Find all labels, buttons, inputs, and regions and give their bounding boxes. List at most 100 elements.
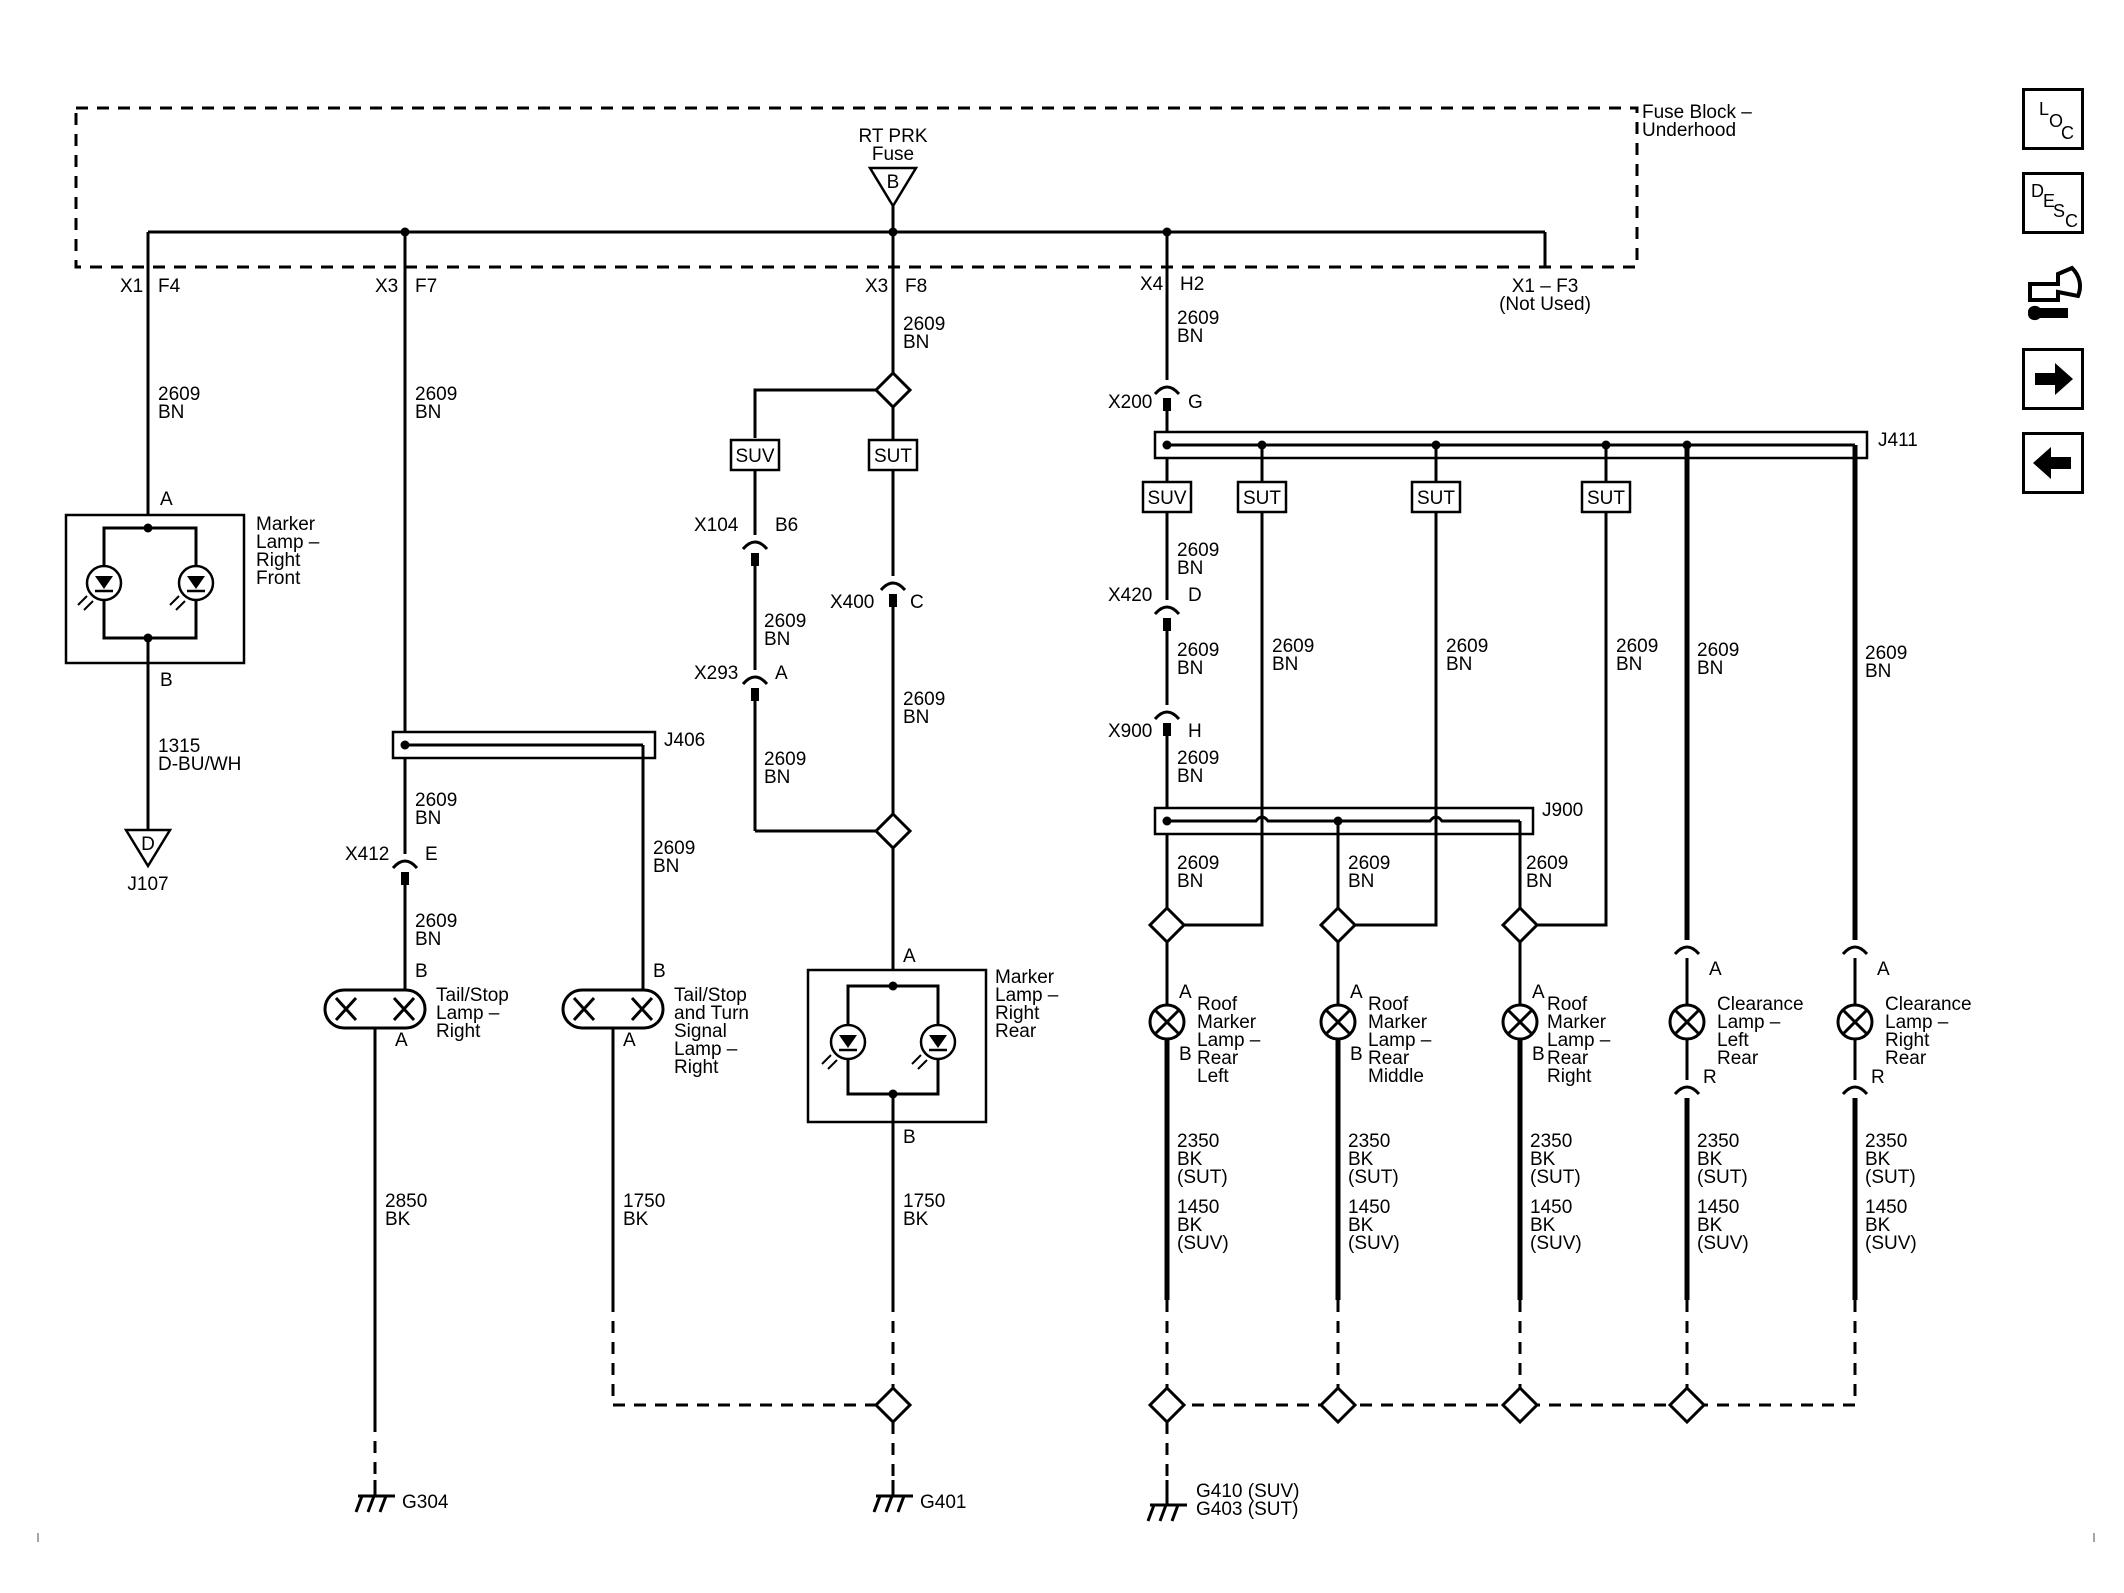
fuse-block-outline xyxy=(74,106,1639,269)
description-button[interactable]: D E S C xyxy=(2022,172,2084,234)
connector-label: X400 xyxy=(830,592,874,613)
location-button[interactable]: L O C xyxy=(2022,88,2084,150)
wire xyxy=(1355,918,1438,927)
tap-conn: X1 xyxy=(120,276,143,297)
component-label: Right xyxy=(256,550,301,571)
wire-color: BK xyxy=(903,1209,929,1230)
led-icon xyxy=(821,1023,867,1070)
splice-dot xyxy=(400,740,410,750)
wire-color: BK xyxy=(1697,1215,1723,1236)
option-tag xyxy=(1236,480,1288,514)
pin-label: A xyxy=(623,1030,636,1051)
ground-wire-labels: 2350 BK (SUT) 1450 BK (SUV) 2350 BK (SUT… xyxy=(1177,1131,1917,1254)
wire-color: BN xyxy=(903,332,929,353)
wire-color: BK xyxy=(385,1209,411,1230)
wire-color: BN xyxy=(653,856,679,877)
connector-symbol xyxy=(1153,605,1181,616)
fuse-label: RT PRK xyxy=(859,126,928,147)
roof-lamp-bulb-icon xyxy=(1148,1003,1186,1041)
component-label: Lamp – xyxy=(1885,1012,1949,1033)
component-label: Marker xyxy=(995,967,1055,988)
wire-option: (SUT) xyxy=(1177,1167,1228,1188)
wire-number: 1750 xyxy=(903,1191,945,1212)
wire xyxy=(1537,918,1608,927)
pin-label: A xyxy=(1877,959,1890,980)
fuse-symbol xyxy=(867,166,919,209)
pin-label: D xyxy=(141,834,155,855)
pin-label: A xyxy=(1709,959,1722,980)
component-label: Roof xyxy=(1197,994,1238,1015)
option-tag xyxy=(1141,480,1193,514)
component-label: Marker xyxy=(1547,1012,1607,1033)
component-label: Signal xyxy=(674,1021,727,1042)
pin-label: A xyxy=(775,663,788,684)
fuse-label: Fuse xyxy=(872,144,914,165)
wire-number: 2850 xyxy=(385,1191,427,1212)
pin-label: B xyxy=(160,670,173,691)
component-label: Right xyxy=(674,1057,719,1078)
component-label: Lamp – xyxy=(1717,1012,1781,1033)
component-label: Rear xyxy=(1885,1048,1927,1069)
wire-color: BN xyxy=(1177,766,1203,787)
wire-color: BN xyxy=(415,808,441,829)
component-label: Clearance xyxy=(1885,994,1972,1015)
wire-color: BN xyxy=(903,707,929,728)
led-icon xyxy=(169,564,215,611)
tap-pin: F7 xyxy=(415,276,437,297)
wire-number: 1450 xyxy=(1348,1197,1390,1218)
ground-label: G410 (SUV) xyxy=(1196,1481,1299,1502)
component-label: Right xyxy=(995,1003,1040,1024)
connector-label: X104 xyxy=(694,515,739,536)
wire-color: BK xyxy=(1865,1149,1891,1170)
wire-number: 2350 xyxy=(1348,1131,1390,1152)
tap-label: X1 – F3 xyxy=(1512,276,1579,297)
wire-option: (SUT) xyxy=(1348,1167,1399,1188)
pin-label: D xyxy=(1188,585,1202,606)
wire-number: 2609 xyxy=(1697,640,1739,661)
component-label: Lamp – xyxy=(256,532,320,553)
wire-option: (SUT) xyxy=(1697,1167,1748,1188)
wire-number: 2609 xyxy=(1177,853,1219,874)
component-label: Lamp – xyxy=(1197,1030,1261,1051)
ground-splice-diamond xyxy=(1667,1385,1707,1425)
wire-option: (SUV) xyxy=(1530,1233,1582,1254)
tap-pin: H2 xyxy=(1180,274,1204,295)
connector-wrench-icon[interactable] xyxy=(2024,256,2086,328)
wire-number: 2609 xyxy=(1348,853,1390,874)
component-label: Tail/Stop xyxy=(674,985,747,1006)
wire-color: BN xyxy=(1272,654,1298,675)
tail-stop-lamp-icon xyxy=(323,988,427,1030)
wire xyxy=(753,388,876,438)
wire-number: 2609 xyxy=(158,384,200,405)
connector-label: X200 xyxy=(1108,392,1152,413)
wire-color: BK xyxy=(1348,1215,1374,1236)
forward-button[interactable] xyxy=(2022,348,2084,410)
option-label: SUT xyxy=(1587,488,1625,509)
wire-number: 2609 xyxy=(653,838,695,859)
component-label: Middle xyxy=(1368,1066,1424,1087)
wire-number: 2350 xyxy=(1865,1131,1907,1152)
connector-symbol xyxy=(1841,1085,1869,1096)
option-label: SUT xyxy=(874,446,912,467)
wire-option: (SUV) xyxy=(1697,1233,1749,1254)
tail-turn-lamp-icon xyxy=(561,988,665,1030)
wire-number: 2350 xyxy=(1697,1131,1739,1152)
wire-color: BK xyxy=(1348,1149,1374,1170)
ground-label: G304 xyxy=(402,1492,449,1513)
arrow-right-icon xyxy=(2035,363,2073,395)
wire-number: 2609 xyxy=(1526,853,1568,874)
component-label: Lamp – xyxy=(1368,1030,1432,1051)
tap-pin: F8 xyxy=(905,276,927,297)
splice-label: J406 xyxy=(664,730,705,751)
ground-icon xyxy=(354,1480,395,1513)
wire-number: 2609 xyxy=(764,611,806,632)
connector-symbol xyxy=(1673,1085,1701,1096)
roof-lamp-bulb-icon xyxy=(1319,1003,1357,1041)
wire xyxy=(1184,918,1264,927)
back-button[interactable] xyxy=(2022,432,2084,494)
wire-color: BN xyxy=(1177,658,1203,679)
roof-lamp-bulb-icon xyxy=(1501,1003,1539,1041)
wire-color: BK xyxy=(623,1209,649,1230)
wire xyxy=(1704,1300,1857,1407)
pin-label: A xyxy=(1350,982,1363,1003)
